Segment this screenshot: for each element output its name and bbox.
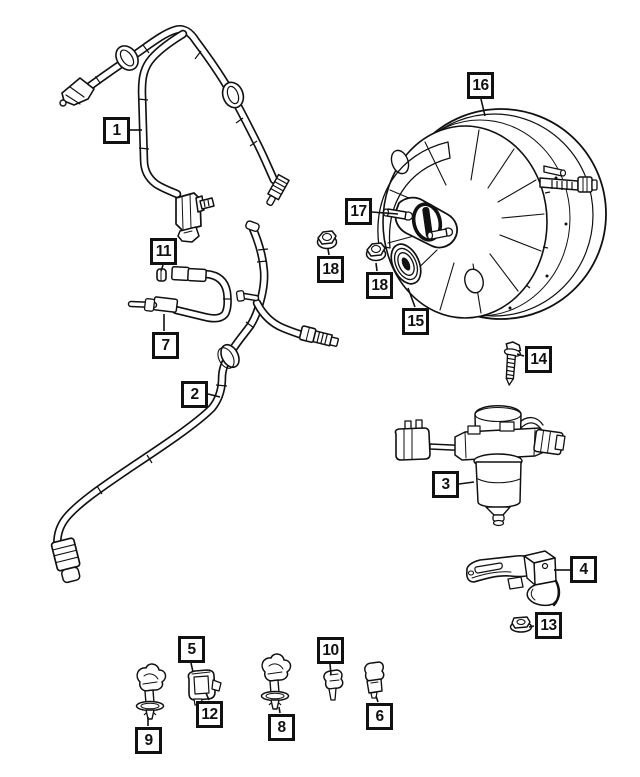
callout-18-right[interactable]: 18 — [366, 272, 393, 299]
callout-1[interactable]: 1 — [103, 117, 130, 144]
part-13-flange-nut — [509, 616, 533, 633]
part-18-nut-right — [365, 242, 387, 262]
booster-face-hole — [464, 268, 484, 294]
callout-16[interactable]: 16 — [467, 72, 494, 99]
check-valve — [175, 192, 215, 243]
callout-3[interactable]: 3 — [432, 471, 459, 498]
callout-9[interactable]: 9 — [135, 727, 162, 754]
hose-top-end — [245, 220, 260, 233]
part-7-vacuum-hose — [127, 265, 232, 323]
part-6-clip — [364, 661, 385, 699]
part-18-nut-left — [316, 230, 338, 250]
part-1-vacuum-hose-assembly — [59, 25, 290, 243]
booster-face-hole — [390, 149, 410, 175]
part-15-grommet — [390, 243, 422, 285]
callout-17[interactable]: 17 — [345, 198, 372, 225]
callout-5[interactable]: 5 — [178, 636, 205, 663]
part-9-push-pin-clip — [135, 663, 167, 720]
callout-13[interactable]: 13 — [535, 612, 562, 639]
hose-quick-connector — [50, 537, 81, 584]
part-10-clip — [323, 669, 344, 701]
callout-11[interactable]: 11 — [150, 238, 177, 265]
leader-lines — [130, 98, 570, 726]
part-14-bolt — [503, 341, 522, 386]
part-2-vacuum-hose — [50, 220, 340, 584]
hose-grommet-ring — [221, 81, 245, 109]
hose-threaded-fitting — [298, 325, 340, 347]
part-8-push-pin-clip — [260, 653, 292, 710]
callout-12[interactable]: 12 — [196, 701, 223, 728]
hose-side-nipple — [235, 290, 260, 302]
callout-15[interactable]: 15 — [402, 308, 429, 335]
part-16-brake-booster — [377, 108, 607, 320]
booster-mounting-studs — [539, 165, 598, 193]
hose-grommet-ring — [115, 45, 139, 71]
callout-18-left[interactable]: 18 — [317, 256, 344, 283]
callout-7[interactable]: 7 — [152, 332, 179, 359]
callout-8[interactable]: 8 — [268, 714, 295, 741]
hose-end-connector — [59, 77, 95, 107]
callout-14[interactable]: 14 — [525, 346, 552, 373]
callout-4[interactable]: 4 — [570, 556, 597, 583]
callout-6[interactable]: 6 — [366, 703, 393, 730]
part-3-vacuum-pump — [394, 405, 566, 527]
booster-dome-crescent — [377, 141, 451, 249]
pump-right-connector — [533, 428, 566, 456]
hose-clamp-ring — [217, 343, 240, 369]
callout-2[interactable]: 2 — [181, 381, 208, 408]
part-5-12-bracket-clip — [187, 669, 222, 706]
threaded-hose-tip — [266, 173, 290, 207]
callout-10[interactable]: 10 — [317, 637, 344, 664]
part-4-bracket — [465, 550, 561, 607]
part-17-gasket-plate — [382, 196, 459, 249]
